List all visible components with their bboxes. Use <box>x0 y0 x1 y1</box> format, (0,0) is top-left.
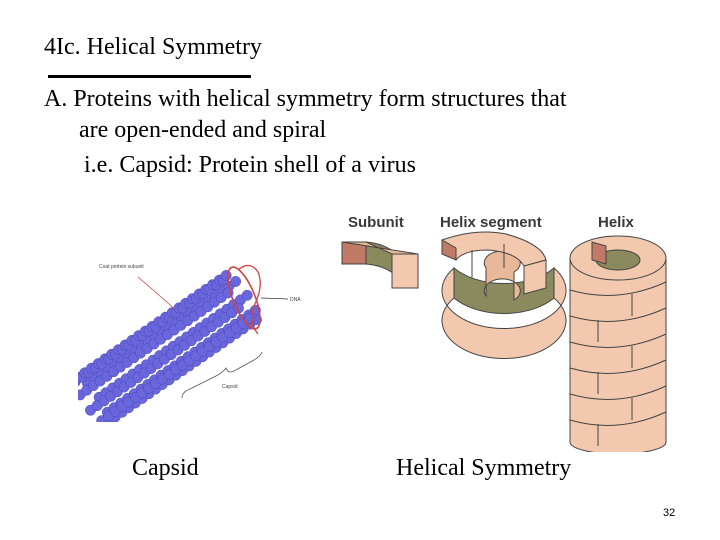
subunit-label: Subunit <box>348 214 404 231</box>
slide-title: 4Ic. Helical Symmetry <box>44 34 262 60</box>
helix-row-line <box>569 359 667 374</box>
title-underline <box>48 75 251 78</box>
helix-row-line <box>569 307 667 322</box>
bullet-a-line-1: A. Proteins with helical symmetry form s… <box>44 86 567 112</box>
capsid-bead <box>220 270 232 281</box>
bullet-ie: i.e. Capsid: Protein shell of a virus <box>84 152 416 178</box>
helix-row-line <box>569 411 667 426</box>
helix-segment-label: Helix segment <box>440 214 542 231</box>
helix-label: Helix <box>598 214 635 231</box>
helix-row-line <box>569 385 667 400</box>
bullet-a-line-2: are open-ended and spiral <box>79 117 327 143</box>
dna-label-leader <box>260 297 289 300</box>
capsid-caption: Capsid <box>132 455 199 481</box>
capsid-bracket <box>181 351 263 399</box>
dna-strand <box>237 264 261 335</box>
page-number: 32 <box>663 507 676 519</box>
capsid-bead <box>241 289 253 301</box>
helix-segment-shape <box>441 231 567 359</box>
capsid-label: Capsid <box>222 384 238 390</box>
dna-label: DNA <box>290 297 301 303</box>
helix-row-line <box>569 333 667 348</box>
helix-illustration: Subunit Helix segment Helix <box>341 214 667 452</box>
coat-label-leader <box>137 276 177 311</box>
helix-cylinder-shape <box>569 235 667 452</box>
capsid-bead <box>230 276 242 287</box>
helix-row-line <box>569 281 667 296</box>
helical-symmetry-caption: Helical Symmetry <box>396 455 572 481</box>
capsid-illustration: Coat protein subunit DNA Capsid <box>78 264 301 422</box>
dna-helix-loop <box>227 266 261 330</box>
capsid-bead-cylinder <box>78 270 262 422</box>
subunit-shape <box>341 241 419 289</box>
coat-protein-label: Coat protein subunit <box>99 264 144 270</box>
helix-row-lines <box>569 281 667 446</box>
